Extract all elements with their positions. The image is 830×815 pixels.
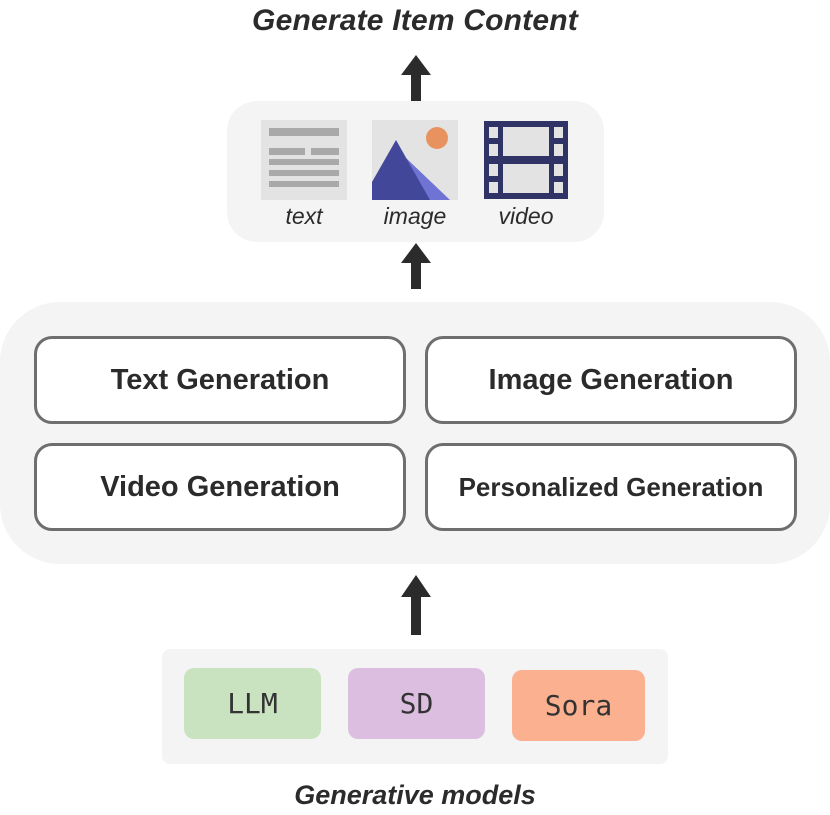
media-label-image: image xyxy=(383,203,447,229)
arrow-up-icon xyxy=(400,575,432,635)
generation-tasks-panel: Text Generation Image Generation Video G… xyxy=(0,302,830,564)
top-title: Generate Item Content xyxy=(252,4,578,37)
image-mountain-icon xyxy=(372,120,458,200)
media-item-video: video xyxy=(482,120,570,230)
text-document-icon xyxy=(261,120,347,200)
model-chip-sd: SD xyxy=(348,668,485,739)
media-label-video: video xyxy=(498,203,554,229)
media-label-text: text xyxy=(285,203,323,229)
media-item-image: image xyxy=(371,120,459,230)
bottom-title: Generative models xyxy=(294,780,536,810)
generative-models-panel: LLM SD Sora xyxy=(162,649,668,764)
arrow-up-icon xyxy=(400,243,432,289)
image-generation-box: Image Generation xyxy=(425,336,797,424)
media-item-text: text xyxy=(260,120,348,230)
film-strip-icon xyxy=(483,120,569,200)
arrow-up-icon xyxy=(400,55,432,101)
video-generation-box: Video Generation xyxy=(34,443,406,531)
media-types-panel: text image xyxy=(227,101,604,242)
model-chip-sora: Sora xyxy=(512,670,645,741)
text-generation-box: Text Generation xyxy=(34,336,406,424)
model-chip-llm: LLM xyxy=(184,668,321,739)
personalized-generation-box: Personalized Generation xyxy=(425,443,797,531)
